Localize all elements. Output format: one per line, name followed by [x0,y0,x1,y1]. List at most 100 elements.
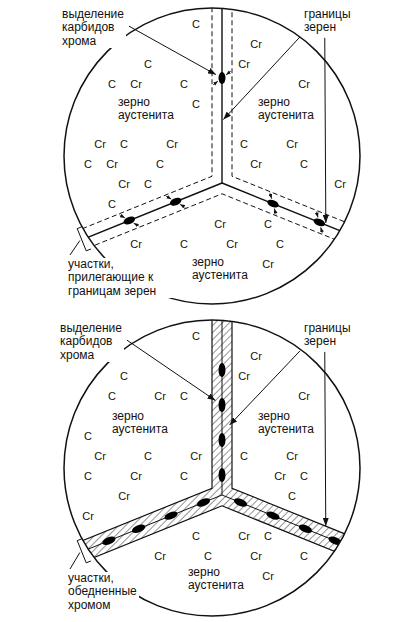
leader-line [127,340,215,400]
chromium-carbide [266,198,280,209]
element-symbol: C [204,551,212,562]
element-symbol: Cr [286,451,298,462]
zone-border [232,0,415,289]
element-symbol: Cr [82,511,94,522]
grain-label: зерно аустенита [116,96,176,123]
element-symbol: Cr [190,451,202,462]
grain-boundary [0,183,222,303]
element-symbol: Cr [298,79,310,90]
chromium-carbide [131,523,147,535]
diffusion-arrow [180,204,186,207]
element-symbol: Cr [286,139,298,150]
grain-label: зерно аустенита [186,566,246,593]
chromium-carbide [312,217,326,228]
zone-border [0,188,212,601]
diffusion-arrow [134,223,140,226]
element-symbol: Cr [130,471,142,482]
leader-line [325,38,326,223]
diffusion-arrow [316,211,318,217]
element-symbol: C [120,371,128,382]
element-symbol: C [264,531,272,542]
element-symbol: Cr [262,259,274,270]
grain-label: зерно аустенита [110,410,170,437]
element-symbol: C [300,471,308,482]
zone-bracket [77,227,91,251]
element-symbol: Cr [250,39,262,50]
element-symbol: Cr [130,239,142,250]
element-symbol: C [192,531,200,542]
element-symbol: C [240,139,248,150]
element-symbol: Cr [94,139,106,150]
element-symbol: C [108,199,116,210]
chromium-depleted-zone [222,495,415,615]
element-symbol: C [264,219,272,230]
zone-label: участки, обедненные хромом [66,572,139,612]
element-symbol: Cr [106,159,118,170]
grain-interior [0,0,415,306]
grain-label: зерно аустенита [256,96,316,123]
diffusion-arrow [270,193,272,199]
chromium-depleted-zone [0,495,222,615]
chromium-depleted-zone [212,175,232,495]
zone-bracket [77,539,91,563]
element-symbol: C [300,551,308,562]
element-symbol: C [108,391,116,402]
element-symbol: Cr [118,179,130,190]
callout-label: границы зерен [302,322,353,349]
element-symbol: Cr [274,471,286,482]
leader-line [129,26,216,74]
element-symbol: Cr [250,551,262,562]
element-symbol: Cr [238,59,250,70]
element-symbol: Cr [238,371,250,382]
element-symbol: C [144,179,152,190]
element-symbol: Cr [238,531,250,542]
element-symbol: C [276,239,284,250]
chromium-carbide [219,363,226,377]
element-symbol: C [192,99,200,110]
chromium-carbide [101,535,117,547]
zone-label: участки, прилегающие к границам зерен [66,258,174,298]
diffusion-arrow [119,215,125,218]
specimen-outline [64,8,360,304]
grain-boundary [222,183,415,303]
element-symbol: Cr [166,139,178,150]
chromium-carbide [196,497,212,509]
zone-bracket [70,552,80,569]
grain-boundary [0,495,222,615]
element-symbol: Cr [298,391,310,402]
element-symbol: Cr [154,551,166,562]
diffusion-arrow [226,71,231,75]
element-symbol: C [108,79,116,90]
chromium-carbide [233,497,249,509]
chromium-carbide [219,72,226,84]
diffusion-arrow [213,81,218,85]
grain-boundary [222,495,415,615]
element-symbol: C [180,79,188,90]
element-symbol: C [180,471,188,482]
element-symbol: Cr [130,79,142,90]
element-symbol: C [300,159,308,170]
callout-label: выделение карбидов хрома [58,322,124,362]
grain-structure [0,0,415,306]
zone-bracket [70,240,80,255]
element-symbol: C [144,59,152,70]
leader-line [325,352,326,526]
grain-interior [0,175,415,618]
element-symbol: C [180,239,188,250]
element-symbol: C [240,451,248,462]
element-symbol: C [192,19,200,30]
element-symbol: Cr [334,179,346,190]
element-symbol: C [120,139,128,150]
grain-label: зерно аустенита [190,256,250,283]
chromium-carbide [265,510,281,522]
element-symbol: C [192,331,200,342]
specimen-outline [64,320,360,616]
element-symbol: C [84,159,92,170]
element-symbol: Cr [94,451,106,462]
element-symbol: Cr [226,239,238,250]
chromium-carbide [298,523,314,535]
zone-border [232,188,415,601]
diffusion-arrow [274,208,276,214]
element-symbol: C [288,491,296,502]
